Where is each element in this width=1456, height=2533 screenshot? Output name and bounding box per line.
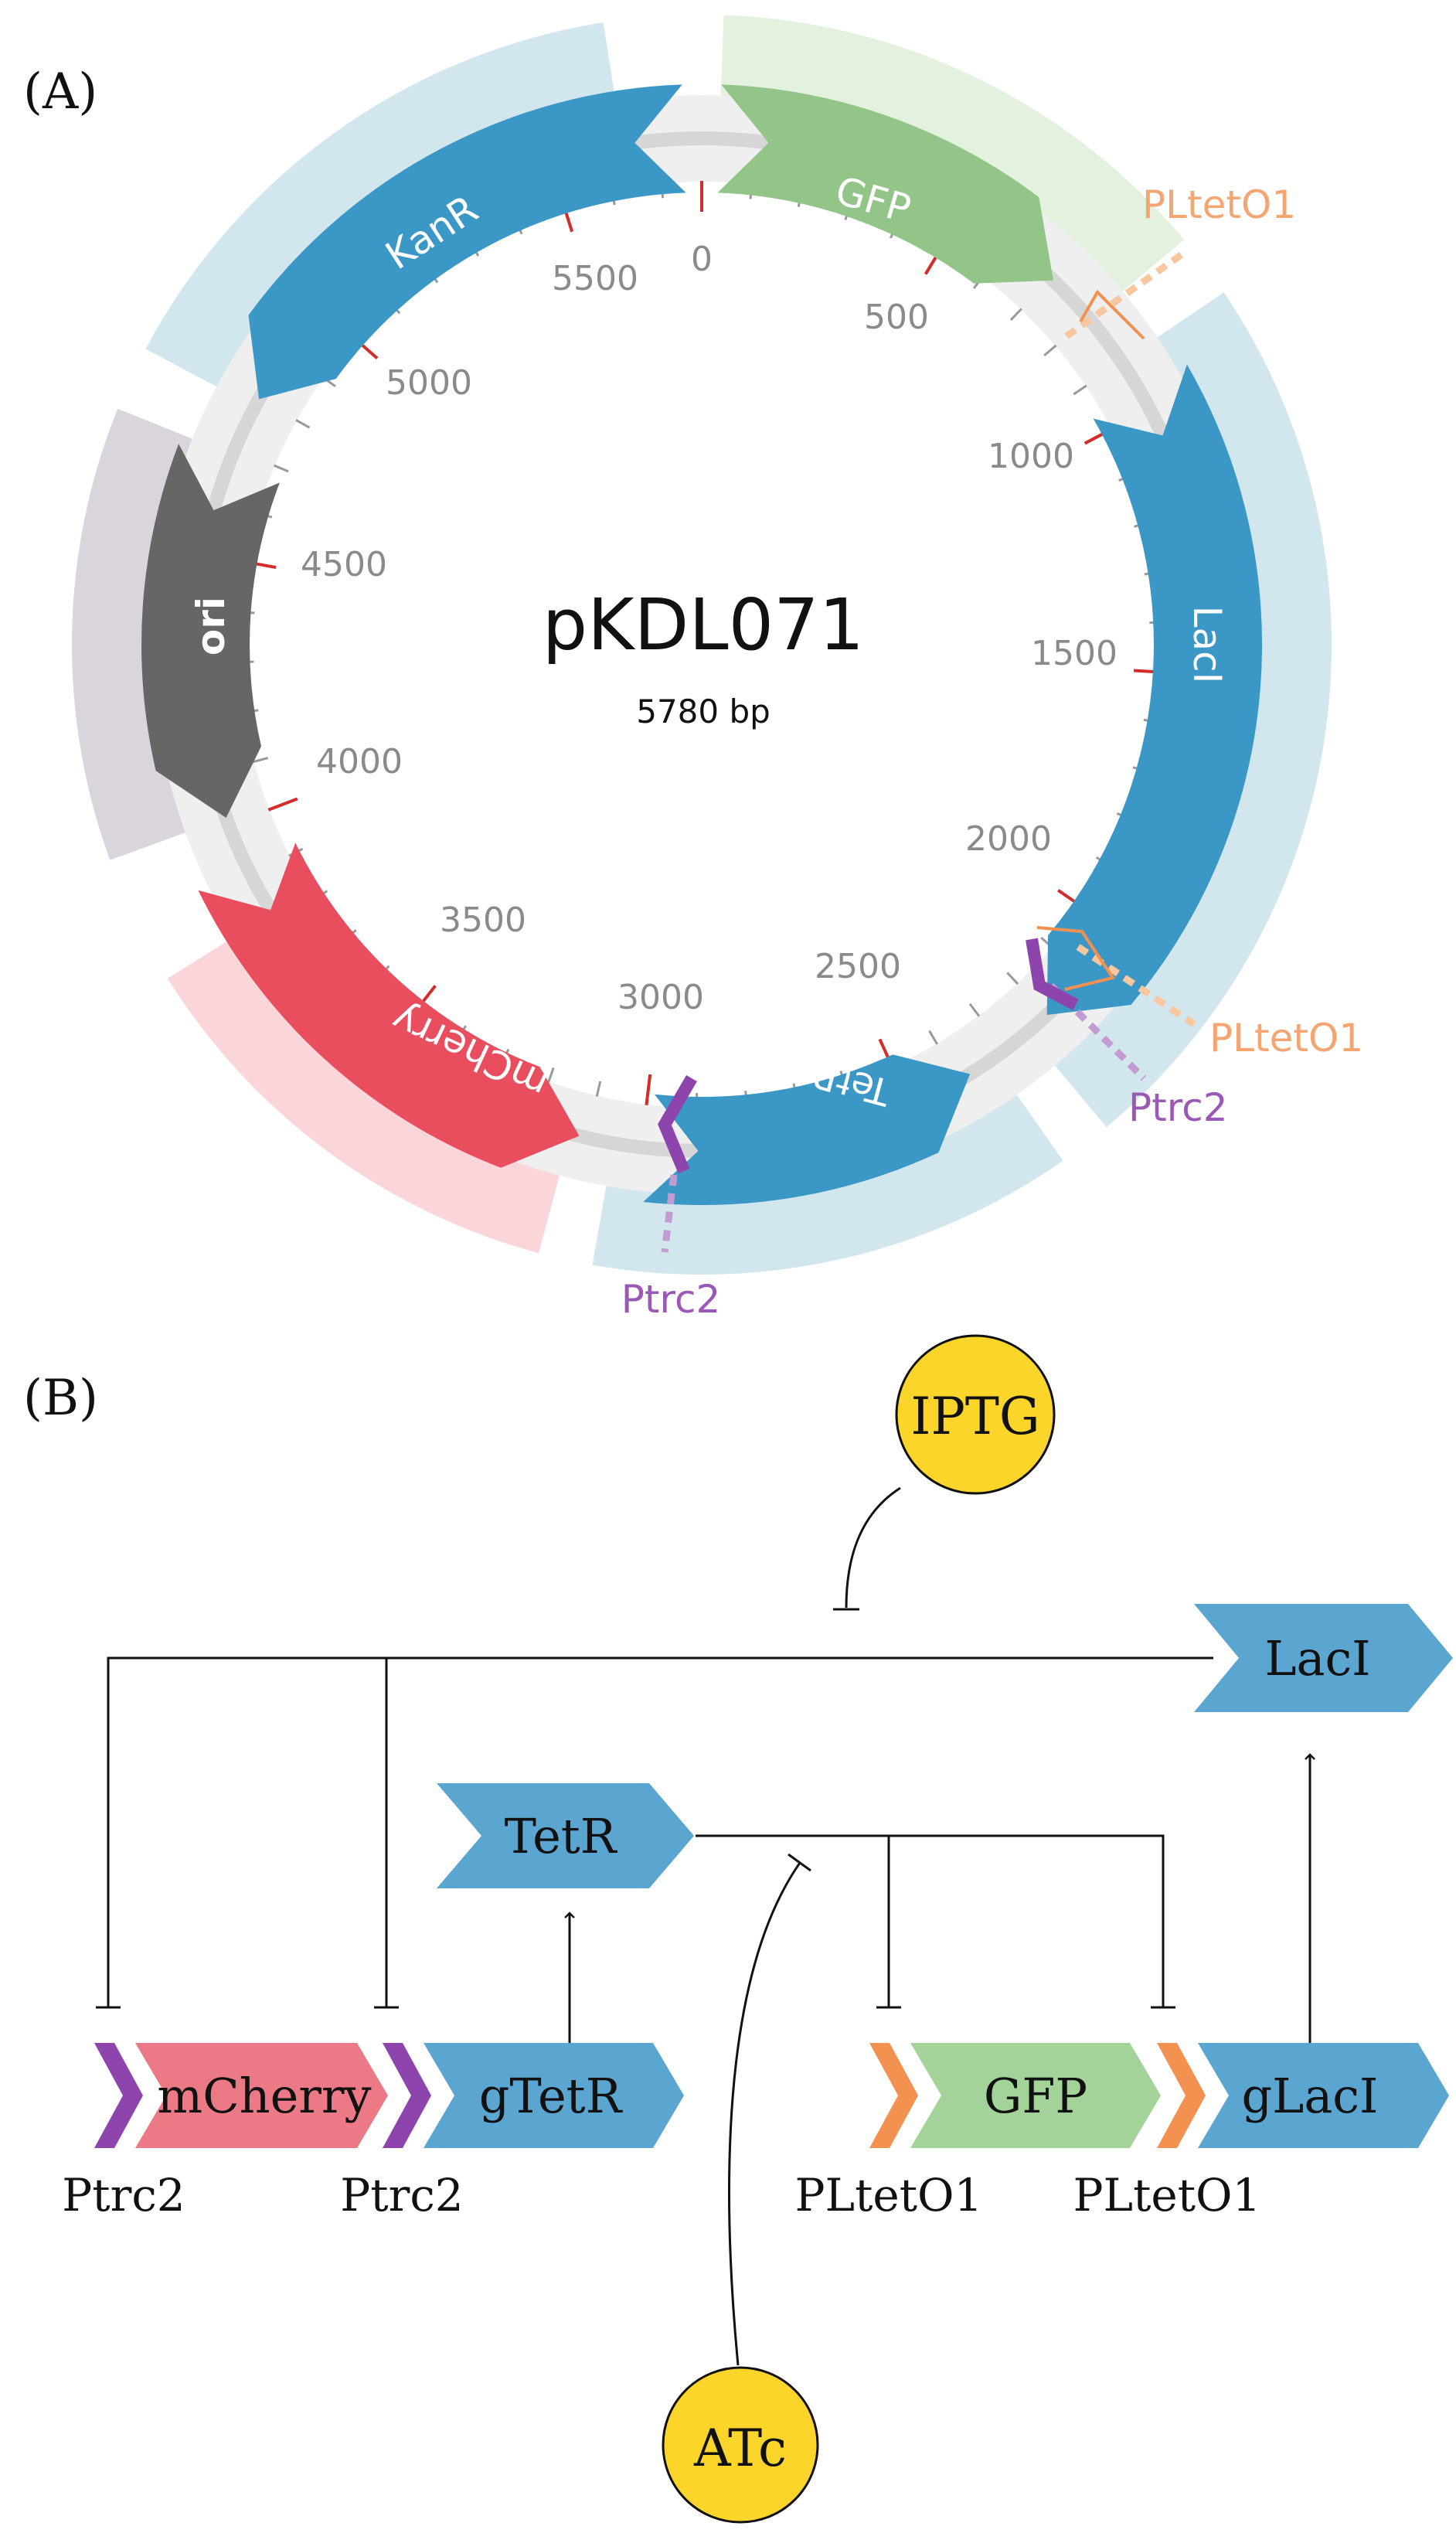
minor-tick: [968, 1003, 981, 1017]
inhibit-bar-atc: [788, 1853, 811, 1872]
gene-gfp: GFP: [910, 2043, 1161, 2148]
inducer-atc: ATc: [662, 2366, 819, 2524]
coord-label-2500: 2500: [815, 947, 901, 986]
promoter-label-ptrc2-b: Ptrc2: [340, 2169, 463, 2221]
promoter-label-pltet-a: PLtetO1: [795, 2169, 983, 2221]
major-tick: [645, 1074, 652, 1105]
feature-arrow-tetr: [643, 1054, 971, 1205]
protein-label-tetr: TetR: [505, 1808, 618, 1864]
minor-tick: [1073, 384, 1087, 396]
plasmid-length: 5780 bp: [636, 693, 771, 730]
minor-tick: [253, 757, 269, 764]
promoter-chevron-pltet-b: [1157, 2043, 1206, 2148]
gene-label-glaci: gLacI: [1241, 2068, 1378, 2124]
panel-b-label: (B): [23, 1370, 98, 1427]
plasmid-map-panel: (A) GFP LacI TetR mCherry ori KanR 0 500…: [23, 15, 1363, 1322]
inducer-iptg: IPTG: [895, 1334, 1056, 1495]
promoter-chevron-ptrc2-b: [383, 2043, 431, 2148]
gene-label-gtetr: gTetR: [479, 2068, 624, 2124]
features: [141, 84, 1263, 1205]
coord-label-3000: 3000: [617, 978, 704, 1017]
coord-label-5000: 5000: [386, 363, 472, 403]
promoter-label-pltet-bottom: PLtetO1: [1209, 1016, 1363, 1061]
feature-band-laci: [1049, 292, 1332, 1128]
tetr-repression-line: [696, 1834, 1165, 2007]
feature-arrow-kanr: [248, 84, 686, 400]
promoter-label-pltet-b: PLtetO1: [1073, 2169, 1261, 2221]
promoter-label-pltet-top: PLtetO1: [1142, 182, 1296, 227]
minor-tick: [295, 419, 311, 429]
minor-tick: [274, 464, 289, 473]
promoter-chevron-pltet-a: [869, 2043, 918, 2148]
laci-repression-line: [107, 1656, 1213, 2007]
protein-tetr: TetR: [437, 1783, 694, 1888]
promoter-ptrc-bottom: Ptrc2: [621, 1074, 721, 1322]
plasmid-name: pKDL071: [543, 584, 864, 666]
gene-glaci: gLacI: [1198, 2043, 1449, 2148]
promoter-label-ptrc-right: Ptrc2: [1128, 1085, 1228, 1130]
protein-laci: LacI: [1194, 1604, 1453, 1712]
gene-mcherry: mCherry: [135, 2043, 388, 2148]
gene-label-gfp: GFP: [984, 2068, 1087, 2124]
feature-arrow-ori: [141, 444, 280, 818]
promoter-label-ptrc2-a: Ptrc2: [62, 2169, 185, 2221]
minor-tick: [1006, 972, 1019, 986]
major-tick: [267, 797, 298, 812]
inducer-label-atc: ATc: [693, 2419, 787, 2478]
feature-band-mcherry: [167, 931, 562, 1254]
gene-label-mcherry: mCherry: [157, 2068, 371, 2124]
feature-arrow-mcherry: [198, 843, 580, 1168]
promoter-ptrc-right: Ptrc2: [1026, 938, 1228, 1130]
coord-label-500: 500: [864, 298, 929, 337]
protein-label-laci: LacI: [1264, 1630, 1370, 1687]
feature-arrow-gfp: [717, 84, 1053, 284]
gene-gtetr: gTetR: [424, 2043, 684, 2148]
coord-label-3500: 3500: [440, 901, 526, 940]
feature-arrow-laci: [1046, 364, 1263, 1015]
atc-inhibition-line: [728, 1862, 801, 2366]
panel-a-label: (A): [23, 63, 97, 121]
promoter-labels: Ptrc2 Ptrc2 PLtetO1 PLtetO1: [62, 2169, 1260, 2221]
feature-label-laci: LacI: [1185, 606, 1230, 684]
coord-label-4000: 4000: [316, 742, 403, 781]
inducer-label-iptg: IPTG: [910, 1387, 1039, 1446]
minor-tick: [928, 1030, 938, 1045]
minor-tick: [547, 1067, 555, 1083]
promoter-pltet-bottom: PLtetO1: [1036, 926, 1363, 1061]
promoter-pltet-top: PLtetO1: [1064, 182, 1296, 340]
promoter-chevron-ptrc2-a: [94, 2043, 143, 2148]
feature-label-ori: ori: [189, 597, 233, 655]
coordinate-labels: 0 500 1000 1500 2000 2500 3000 3500 4000…: [301, 240, 1118, 1017]
coord-label-5500: 5500: [552, 259, 638, 298]
minor-tick: [1009, 308, 1022, 322]
coord-label-1500: 1500: [1031, 634, 1118, 673]
coord-label-2000: 2000: [965, 819, 1052, 859]
regulatory-circuit-panel: (B) IPTG: [23, 1334, 1453, 2524]
coord-label-4500: 4500: [301, 545, 387, 584]
minor-tick: [595, 1081, 602, 1097]
regulation-wires: [96, 1486, 1315, 2366]
coord-label-0: 0: [691, 240, 713, 279]
coord-label-1000: 1000: [988, 437, 1074, 476]
iptg-inhibition-line: [845, 1486, 901, 1609]
promoter-label-ptrc-bottom: Ptrc2: [621, 1277, 721, 1322]
minor-tick: [1043, 344, 1057, 356]
